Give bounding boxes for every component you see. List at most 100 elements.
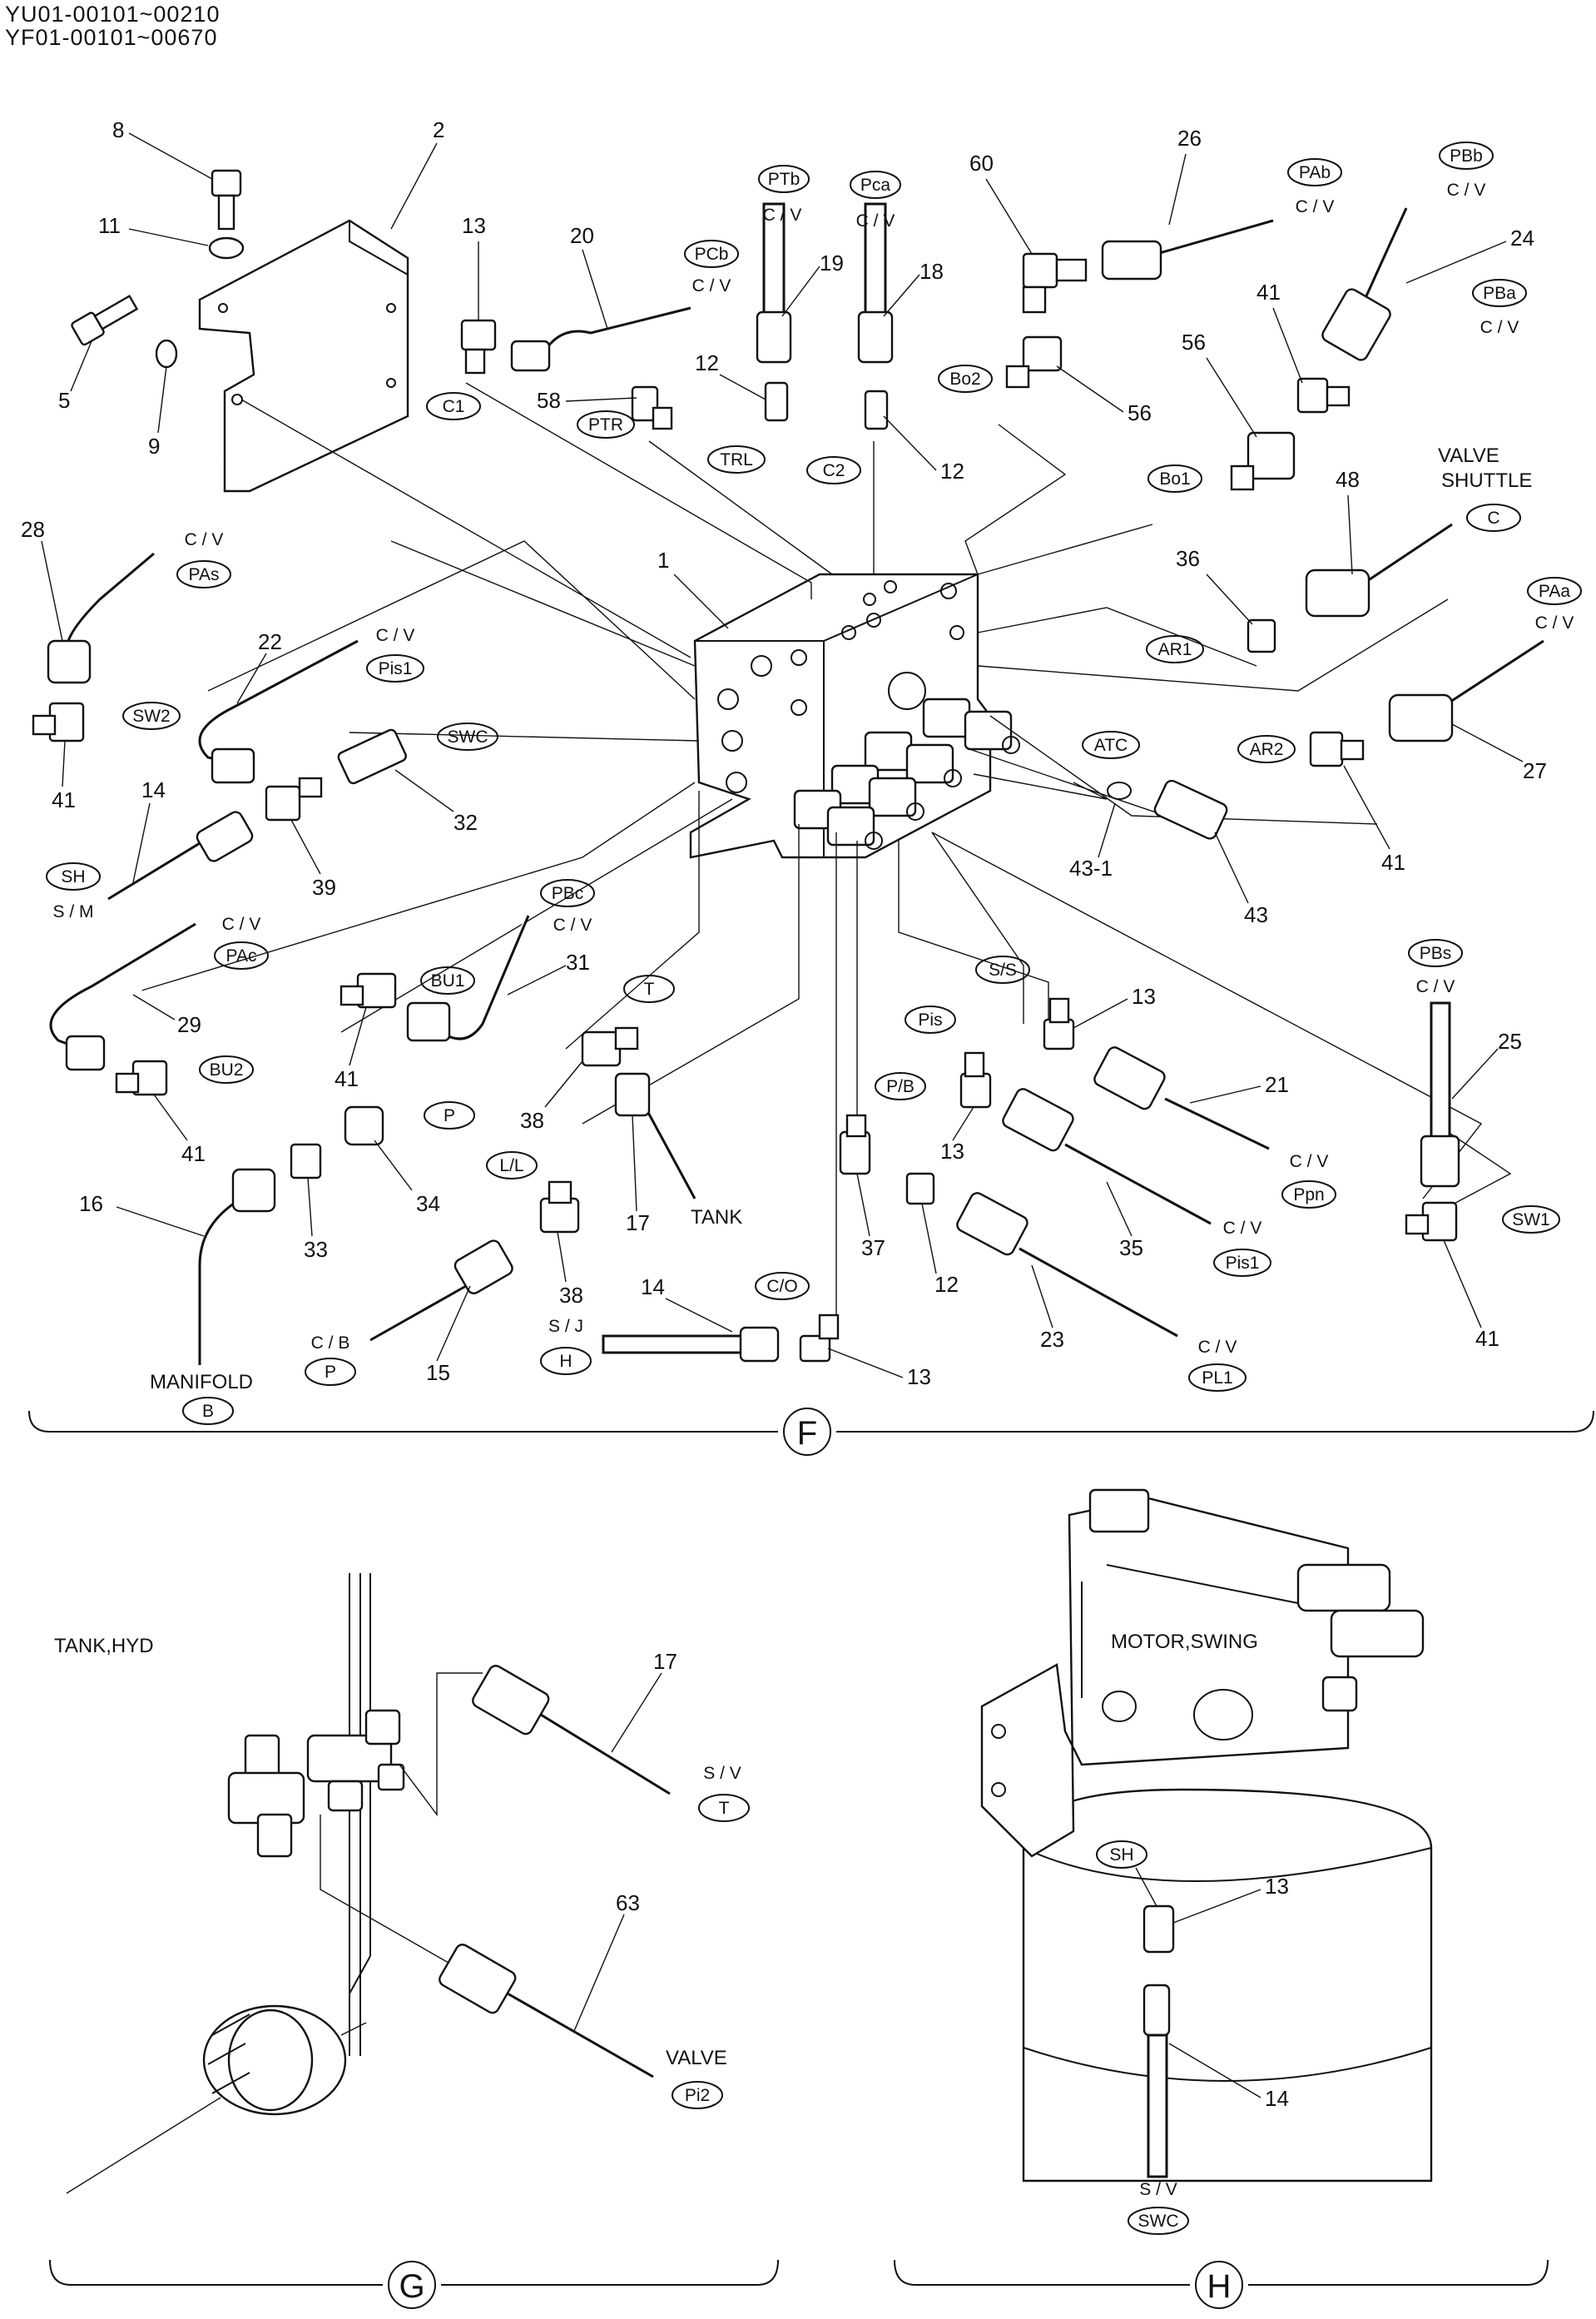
port-PCb: PCb [695,245,729,264]
part-number-labels: 8 11 2 5 9 13 20 58 19 18 12 12 60 [21,117,1547,1389]
num-60: 60 [969,151,994,176]
tee-part-41-left [32,702,85,742]
port-PAs: PAs [189,565,220,584]
cv-Pis1-top: C / V [376,626,415,645]
label-sm: S / M [52,902,93,921]
port-C2: C2 [823,461,845,480]
elbow-part-37 [839,1114,871,1175]
port-PAc: PAc [226,946,257,966]
swing-motor [980,1488,1433,2182]
cv-PCb: C / V [692,276,731,295]
port-BU2: BU2 [210,1060,244,1080]
hose-part-29 [49,922,196,1071]
num-37: 37 [861,1235,885,1260]
cv-PTb: C / V [763,206,802,225]
num-14-bottom: 14 [641,1274,665,1299]
num-23: 23 [1040,1327,1064,1352]
num-13-pis: 13 [940,1139,964,1164]
num-41-bu1: 41 [335,1066,359,1091]
num-9: 9 [148,434,160,459]
num-58: 58 [537,388,561,413]
num-33: 33 [304,1237,328,1262]
num-13-top: 13 [462,213,486,238]
port-SH: SH [61,867,85,886]
port-PAb: PAb [1299,163,1331,182]
port-PTb: PTb [768,170,800,189]
num-41-bu2: 41 [181,1141,206,1166]
cv-PBc: C / V [553,916,592,935]
num-14-left: 14 [141,777,166,802]
cv-PAs: C / V [185,530,224,549]
cv-PAb: C / V [1296,197,1335,216]
num-5: 5 [58,388,70,413]
washer-part-11 [208,236,245,260]
adapter-part-12-left [764,381,789,422]
hose-part-16 [198,1168,276,1365]
num-38-bottom: 38 [559,1283,583,1308]
port-AR2: AR2 [1250,740,1284,759]
hose-part-25 [1420,1001,1460,1188]
port-PBs: PBs [1420,944,1452,963]
port-H: H [559,1352,572,1371]
adapter-part-32 [337,728,407,785]
port-SH-h: SH [1109,1845,1133,1865]
label-motor-swing: MOTOR,SWING [1111,1631,1258,1653]
port-AR1: AR1 [1158,640,1192,659]
num-11: 11 [98,213,121,238]
port-TRL: TRL [720,450,753,469]
port-Pis1-bottom: Pis1 [1226,1254,1260,1273]
port-SW2: SW2 [132,707,171,726]
port-Pi2: Pi2 [685,2086,710,2105]
num-41-left: 41 [52,787,76,812]
elbow-part-38-bottom [539,1180,580,1234]
num-27: 27 [1523,758,1547,783]
cv-PL1: C / V [1198,1338,1237,1357]
washer-part-9 [155,339,178,369]
num-41-right: 41 [1381,850,1405,875]
port-SWC: SWC [448,727,488,747]
cv-PBs: C / V [1416,977,1455,996]
hose-part-24 [1321,207,1408,361]
label-valve: VALVE [666,2047,727,2069]
adapter-part-33 [290,1143,322,1179]
adapter-part-36 [1247,618,1276,653]
num-29: 29 [177,1012,201,1037]
port-Bo2: Bo2 [949,370,980,389]
port-B: B [202,1402,214,1421]
hose-part-28 [47,552,155,684]
label-sv-g: S / V [703,1764,741,1783]
tee-part-41-bu1 [340,972,397,1009]
num-2: 2 [433,117,444,142]
num-39: 39 [312,875,336,900]
hose-part-22 [198,639,359,784]
num-38-top: 38 [520,1108,544,1133]
port-Ppn: Ppn [1293,1185,1324,1204]
port-T-g: T [719,1799,730,1818]
tank-wall [349,1573,371,2056]
tee-part-41-top [1296,377,1351,414]
label-manifold: MANIFOLD [150,1371,253,1393]
label-valve-shuttle-1: VALVE [1438,444,1499,467]
port-PAa: PAa [1539,582,1570,601]
port-tags: PTb C / V Pca C / V PCb C / V PAb C / V … [46,142,1582,1425]
port-T: T [644,980,655,999]
num-56-mid: 56 [1182,330,1206,355]
num-43: 43 [1244,902,1268,927]
port-P: P [444,1106,455,1125]
tee-part-41-right [1309,731,1365,767]
num-35: 35 [1119,1235,1143,1260]
section-g-bracket [49,2259,779,2286]
port-PBc: PBc [552,884,584,903]
port-PB: P/B [886,1077,914,1096]
cv-Pca: C / V [856,211,895,231]
label-valve-shuttle-2: SHUTTLE [1441,469,1532,492]
hose-part-31 [406,915,530,1042]
port-ATC: ATC [1094,736,1128,755]
num-16: 16 [79,1191,103,1216]
cv-Ppn: C / V [1290,1152,1329,1171]
cv-PAa: C / V [1535,613,1574,633]
num-1: 1 [657,548,669,573]
label-cb: C / B [311,1333,350,1353]
port-Pis: Pis [918,1011,942,1030]
